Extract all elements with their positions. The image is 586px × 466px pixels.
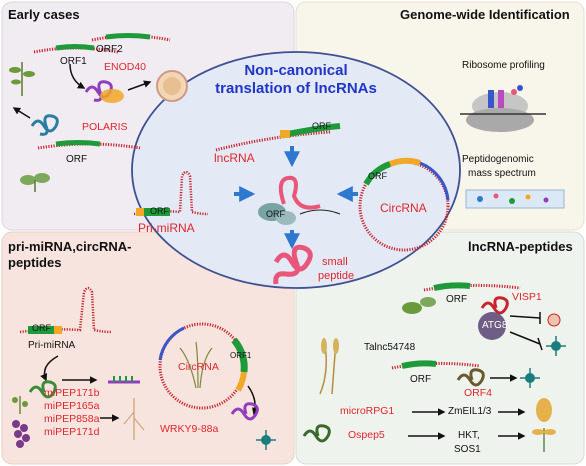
lncrna-peptides-panel: [295, 231, 585, 465]
mipep-1: miPEP171b: [44, 387, 100, 399]
microrpg1-label: microRPG1: [340, 405, 395, 417]
early-orf1-rna: [33, 33, 171, 54]
circ-peptide-icon: [230, 402, 259, 421]
center-title-line-1: Non-canonical: [244, 62, 348, 79]
orf4-peptide-icon: [456, 368, 485, 387]
ospep5-label: Ospep5: [348, 429, 385, 441]
virus-icon-3: [546, 336, 566, 356]
leaf-icon: [402, 297, 436, 314]
talnc-label: Talnc54748: [364, 342, 416, 353]
root-system-icon: [123, 398, 145, 440]
zmeil-label: ZmEIL1/3: [448, 406, 492, 417]
central-ellipse: [131, 51, 461, 289]
center-orf-circ-label: ORF: [368, 171, 387, 181]
small-peptide-pink: [278, 175, 321, 210]
center-circrna-label: CircRNA: [380, 201, 427, 215]
early-orf1-label: ORF1: [60, 56, 87, 67]
lncrna-orf2-label: ORF: [410, 374, 432, 385]
center-orf-top-label: ORF: [312, 121, 331, 131]
virus-icon-4: [520, 368, 540, 388]
center-title-line-2: translation of lncRNAs: [215, 80, 377, 97]
grape-icon: [12, 420, 30, 448]
pri-mirna-heading-1: pri-miRNA,circRNA-: [8, 239, 132, 254]
pri-mirna-hairpin-2: [19, 286, 113, 334]
small-peptide-label-2: peptide: [318, 270, 355, 282]
virus-icon-2: [547, 313, 561, 327]
center-lncrna-label: lncRNA: [214, 151, 255, 165]
mipep-3: miPEP858a: [44, 413, 100, 425]
ribosome-profiling-label: Ribosome profiling: [462, 60, 545, 71]
sprout-icon: [532, 428, 556, 452]
wheat-icon: [319, 337, 339, 395]
pri-mirna-heading-2: peptides: [8, 255, 62, 270]
center-pri-mirna-label: Pri-miRNA: [138, 221, 195, 235]
small-peptide-label-1: small: [322, 256, 348, 268]
lncrna-peptides-heading: lncRNA-peptides: [468, 239, 573, 254]
circrna-circle-2: [158, 322, 248, 410]
polaris-peptide-icon: [30, 114, 59, 136]
visp1-label: VISP1: [512, 291, 542, 303]
hkt-label-1: HKT,: [458, 430, 480, 441]
circrna-label-2: CircRNA: [178, 361, 219, 373]
center-ribosome-icon: [258, 203, 296, 225]
early-orf2-label: ORF2: [96, 44, 123, 55]
enod40-peptide-icon: [84, 80, 124, 103]
nodule-icon: [156, 70, 188, 102]
peptidogenomic-label-1: Peptidogenomic: [462, 154, 534, 165]
mipep-4: miPEP171d: [44, 426, 100, 438]
ospep5-peptide-icon: [302, 424, 331, 443]
atg8-icon: [478, 312, 506, 340]
virus-icon-1: [256, 430, 276, 450]
mipep-2: miPEP165a: [44, 400, 100, 412]
atg8-label: ATG8: [482, 320, 508, 331]
visp1-peptide-icon: [480, 296, 509, 315]
orf4-label: ORF4: [464, 387, 493, 399]
mirna-bars: [108, 376, 140, 384]
root-plant-icon: [12, 396, 28, 414]
genome-wide-heading: Genome-wide Identification: [400, 7, 570, 22]
small-peptide-big-icon: [273, 244, 313, 285]
plant-icon: [9, 62, 35, 96]
polaris-label: POLARIS: [82, 121, 128, 133]
peptidogenomic-label-2: mass spectrum: [468, 168, 536, 179]
mipep-peptide-icon: [28, 380, 57, 399]
center-orf-left-label: ORF: [150, 206, 169, 216]
early-orf-label: ORF: [66, 154, 88, 165]
grain-icon: [536, 398, 552, 422]
center-title: Non-canonical translation of lncRNAs: [206, 62, 386, 98]
pri-mirna-orf-label: ORF: [32, 323, 51, 333]
circ-orf1-label: ORF1: [230, 351, 252, 360]
seedling-icon: [20, 173, 50, 192]
enod40-label: ENOD40: [104, 61, 147, 73]
early-cases-heading: Early cases: [8, 7, 80, 22]
pri-mirna-label-2: Pri-miRNA: [28, 340, 76, 351]
mass-spectrum-icon: [465, 189, 565, 209]
pri-mirna-panel: [1, 231, 295, 465]
rice-plant-icon: [179, 341, 213, 389]
wrky-label: WRKY9-88a: [160, 423, 219, 435]
hkt-label-2: SOS1: [454, 444, 481, 455]
center-orf-mid-label: ORF: [266, 209, 285, 219]
lncrna-orf1-label: ORF: [446, 294, 468, 305]
ribosome-icon: [460, 85, 546, 132]
pri-mirna-hairpin: [133, 170, 209, 216]
circrna-circle: [358, 157, 450, 252]
